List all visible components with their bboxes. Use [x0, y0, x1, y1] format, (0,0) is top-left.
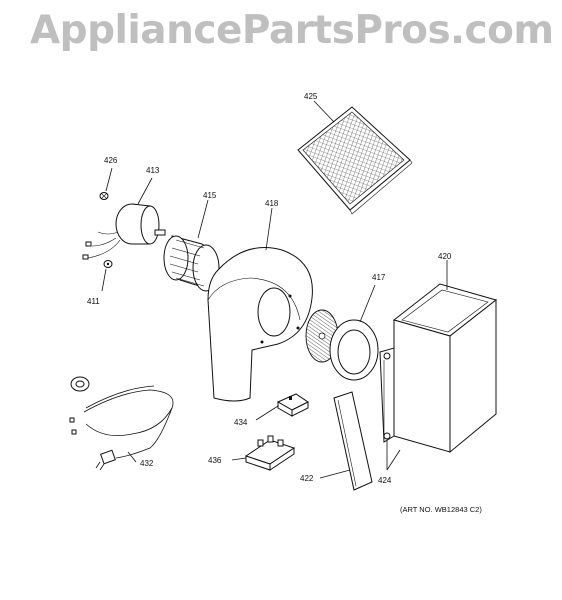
blower-housing-418: 418: [207, 199, 313, 402]
blower-motor-413: 413: [82, 166, 166, 260]
nut-411: 411: [87, 260, 113, 306]
panel-422: 422: [300, 391, 373, 491]
callout-411: 411: [87, 297, 100, 306]
thermostat-434: 434: [234, 393, 309, 427]
callout-420: 420: [438, 252, 452, 261]
power-cord-432: 432: [69, 376, 174, 471]
terminal-block-436: 436: [208, 435, 296, 471]
gasket-ring-417: 417: [329, 273, 386, 381]
callout-424: 424: [378, 476, 392, 485]
blower-wheel-415: 415: [163, 191, 220, 292]
art-number: (ART NO. WB12843 C2): [400, 505, 482, 514]
callout-432: 432: [140, 459, 154, 468]
callout-436: 436: [208, 456, 222, 465]
callout-417: 417: [372, 273, 386, 282]
grease-filter-425: 425: [297, 92, 413, 215]
screw-426: 426: [99, 156, 118, 200]
callout-434: 434: [234, 418, 248, 427]
callout-413: 413: [146, 166, 160, 175]
callout-425: 425: [304, 92, 318, 101]
duct-box-420: 420: [379, 252, 498, 454]
callout-418: 418: [265, 199, 279, 208]
watermark: AppliancePartsPros.com: [30, 8, 554, 53]
callout-422: 422: [300, 474, 314, 483]
callout-426: 426: [104, 156, 118, 165]
screws-424: 424: [378, 440, 401, 485]
callout-415: 415: [203, 191, 217, 200]
